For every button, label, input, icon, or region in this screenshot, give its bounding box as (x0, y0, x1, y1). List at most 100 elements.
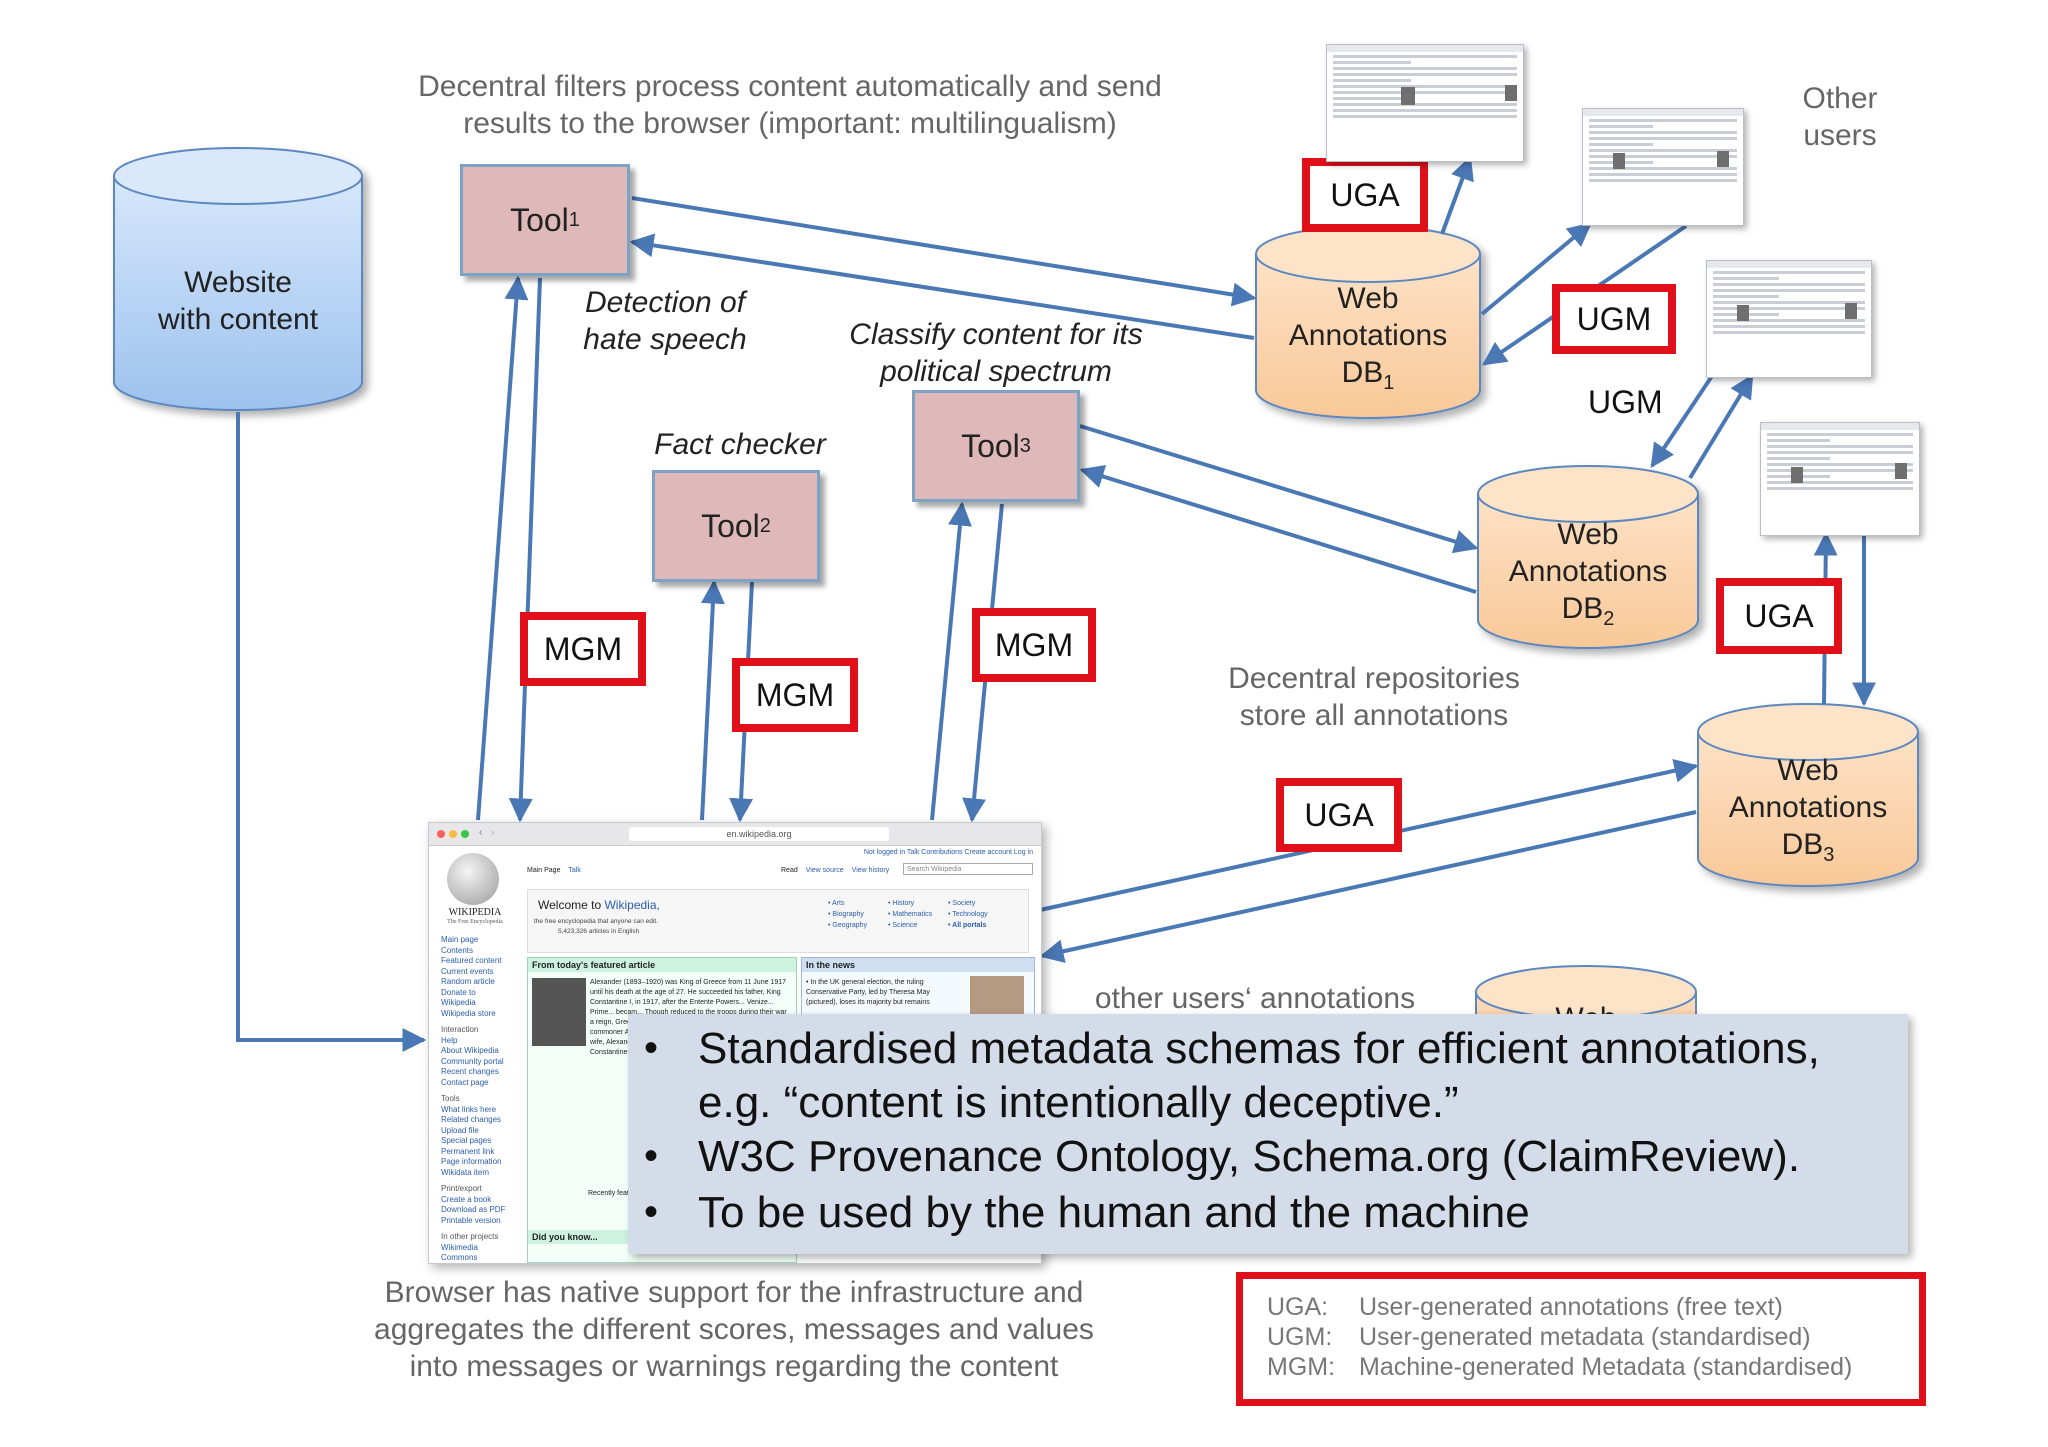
db2-label-sub: 2 (1603, 608, 1615, 630)
db2-label-line1: Web (1557, 518, 1619, 551)
sidebar-link[interactable]: In other projects (441, 1232, 499, 1241)
portal-column-3: • Society • Technology • All portals (948, 898, 988, 931)
tab-main-page[interactable]: Main Page (527, 867, 561, 874)
browser-caption-line3: into messages or warnings regarding the … (409, 1350, 1059, 1383)
sidebar-link[interactable]: Help (441, 1035, 458, 1045)
welcome-link[interactable]: Wikipedia, (604, 898, 660, 912)
welcome-text: Welcome to (538, 898, 602, 912)
user-screenshot-1 (1326, 44, 1524, 162)
sidebar-link[interactable]: Special pages (441, 1136, 492, 1145)
legend-value-mgm: Machine-generated Metadata (standardised… (1359, 1353, 1853, 1381)
zoom-window-icon[interactable] (461, 830, 469, 838)
arrow-db1-user1 (1440, 155, 1474, 235)
db3-label: Web Annotations DB3 (1698, 752, 1918, 874)
sidebar-link[interactable]: Print/export (441, 1184, 482, 1193)
portal-technology[interactable]: • Technology (948, 911, 988, 918)
sidebar-link[interactable]: Wikidata item (441, 1167, 490, 1177)
db3-label-sub: 3 (1823, 844, 1835, 866)
arrow-website-browser (236, 412, 427, 1052)
arrow-browser-tool3 (930, 501, 972, 821)
legend-key-mgm: MGM: (1267, 1353, 1336, 1381)
ugm-label-db1: UGM (1552, 284, 1676, 354)
sidebar-link[interactable]: Interaction (441, 1025, 479, 1034)
arrow-db3-browser (1039, 810, 1697, 964)
wikipedia-globe-icon[interactable] (447, 853, 499, 905)
tab-read[interactable]: Read (781, 867, 798, 874)
bullet-1-line2: e.g. “content is intentionally deceptive… (698, 1078, 1459, 1127)
bullet-1-dot: • (644, 1026, 659, 1070)
legend-key-ugm: UGM: (1267, 1323, 1333, 1351)
db3-label-line2: Annotations (1728, 791, 1888, 824)
sidebar-link[interactable]: Community portal (441, 1056, 504, 1066)
bullet-3-dot: • (644, 1190, 659, 1234)
sidebar-link[interactable]: Upload file (441, 1125, 479, 1135)
website-label-line1: Website (184, 266, 292, 299)
url-bar[interactable]: en.wikipedia.org (629, 827, 889, 841)
personal-tools[interactable]: Not logged in Talk Contributions Create … (863, 849, 1033, 856)
wiki-search-input[interactable]: Search Wikipedia (903, 863, 1033, 875)
arrow-user3-db2 (1650, 374, 1714, 468)
uga-label-db3: UGA (1716, 578, 1842, 654)
portal-column-2: • History • Mathematics • Science (888, 898, 932, 931)
arrow-browser-tool2 (700, 579, 725, 821)
sidebar-link[interactable]: Recent changes (441, 1067, 499, 1076)
tab-talk[interactable]: Talk (568, 867, 581, 874)
recently-featured[interactable]: Recently featured (588, 1190, 643, 1197)
welcome-banner: Welcome to Wikipedia, the free encyclope… (527, 889, 1029, 953)
sidebar-link[interactable]: About Wikipedia (441, 1046, 499, 1055)
tab-view-history[interactable]: View history (851, 867, 890, 874)
sidebar-link[interactable]: Download as PDF (441, 1205, 506, 1214)
sidebar-link[interactable]: Random article (441, 977, 495, 986)
sidebar-link[interactable]: Donate to Wikipedia (441, 987, 476, 1008)
sidebar-link[interactable]: Printable version (441, 1215, 501, 1225)
portal-history[interactable]: • History (888, 900, 915, 907)
sidebar-link[interactable]: Current events (441, 966, 494, 976)
tool3-description-line2: political spectrum (880, 355, 1112, 388)
legend-key-uga: UGA: (1267, 1293, 1329, 1321)
sidebar-link[interactable]: Main page (441, 935, 479, 944)
portal-all[interactable]: • All portals (948, 922, 987, 929)
news-photo (970, 976, 1024, 1020)
close-window-icon[interactable] (437, 830, 445, 838)
legend-value-ugm: User-generated metadata (standardised) (1359, 1323, 1811, 1351)
website-cylinder (113, 147, 363, 411)
sidebar-link[interactable]: Permanent link (441, 1146, 495, 1156)
portal-geography[interactable]: • Geography (828, 922, 868, 929)
sidebar-link[interactable]: Create a book (441, 1194, 492, 1204)
sidebar-link[interactable]: Contents (441, 945, 474, 955)
portal-biography[interactable]: • Biography (828, 911, 864, 918)
tool1-name: Tool (510, 201, 569, 238)
tool2-name: Tool (701, 507, 760, 544)
sidebar-link[interactable]: Featured content (441, 956, 502, 965)
sidebar-link[interactable]: Contact page (441, 1077, 489, 1087)
repos-caption-line1: Decentral repositories (1228, 662, 1520, 695)
back-icon[interactable]: ‹ (479, 827, 483, 838)
welcome-subtitle: the free encyclopedia that anyone can ed… (534, 918, 658, 925)
portal-arts[interactable]: • Arts (828, 900, 845, 907)
sidebar-link[interactable]: Related changes (441, 1115, 502, 1124)
top-filters-caption-line2: results to the browser (important: multi… (463, 107, 1117, 140)
legend-row-mgm: MGM: Machine-generated Metadata (standard… (1267, 1353, 1852, 1382)
sidebar-link[interactable]: Tools (441, 1094, 460, 1103)
forward-icon[interactable]: › (491, 827, 495, 838)
db1-label-line1: Web (1337, 282, 1399, 315)
sidebar-link[interactable]: Wikipedia store (441, 1008, 496, 1018)
tab-view-source[interactable]: View source (805, 867, 844, 874)
sidebar-link[interactable]: Page information (441, 1157, 502, 1166)
tool3-description-line1: Classify content for its (849, 318, 1143, 351)
bullet-1-line1: Standardised metadata schemas for effici… (698, 1024, 1820, 1073)
mgm-label-tool3: MGM (972, 608, 1096, 682)
tool2-sub: 2 (759, 514, 771, 537)
minimize-window-icon[interactable] (449, 830, 457, 838)
portal-science[interactable]: • Science (888, 922, 918, 929)
tool3-description: Classify content for its political spect… (836, 316, 1156, 390)
sidebar-link[interactable]: Wikimedia Commons (441, 1242, 478, 1263)
browser-caption-line1: Browser has native support for the infra… (384, 1276, 1084, 1309)
portal-mathematics[interactable]: • Mathematics (888, 911, 933, 918)
sidebar-link[interactable]: What links here (441, 1104, 497, 1114)
arrow-db1-tool1 (629, 233, 1255, 340)
portal-society[interactable]: • Society (948, 900, 976, 907)
